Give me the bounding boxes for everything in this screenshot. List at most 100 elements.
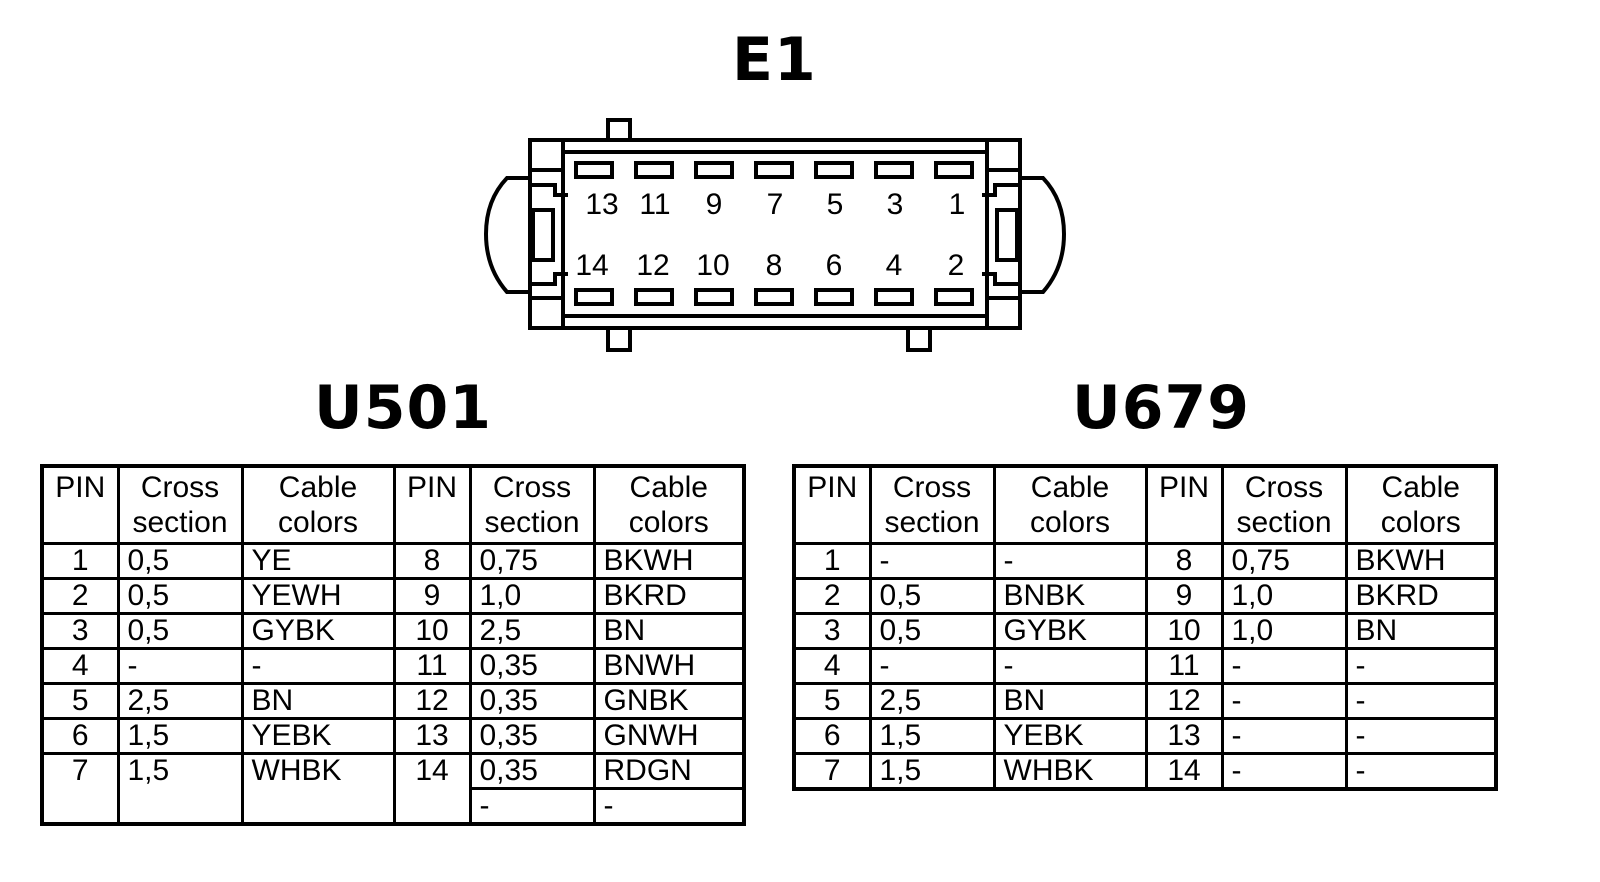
cross-section-value: 1,0 — [1220, 612, 1348, 650]
table-row: 2 0,5 YEWH 9 1,0 BKRD — [40, 577, 746, 615]
pin-number: 6 — [792, 717, 872, 755]
cable-color-value: YEBK — [992, 717, 1148, 755]
table-row: 5 2,5 BN 12 - - — [792, 682, 1498, 720]
pin-label: 11 — [639, 188, 670, 221]
cross-section-value: - — [868, 542, 996, 580]
cross-section-value: 2,5 — [116, 682, 244, 720]
cross-section-value: 0,75 — [468, 542, 596, 580]
pin-number: 2 — [792, 577, 872, 615]
cross-section-value: 0,35 — [468, 717, 596, 755]
cross-section-value: 0,5 — [868, 577, 996, 615]
cable-color-value: BN — [1344, 612, 1498, 650]
cross-section-value: 1,5 — [868, 717, 996, 755]
connector-body — [528, 138, 1022, 330]
cable-color-value: YE — [240, 542, 396, 580]
cable-color-value: - — [1344, 647, 1498, 685]
pin-label: 14 — [575, 249, 608, 282]
cable-color-value: - — [240, 647, 396, 685]
pin-number: 10 — [1144, 612, 1224, 650]
table-row: 4 - - 11 - - — [792, 647, 1498, 685]
pin-number: 13 — [1144, 717, 1224, 755]
pin-label: 5 — [827, 188, 844, 221]
pin-label: 10 — [696, 249, 729, 282]
cross-section-value: - — [1220, 717, 1348, 755]
table-row: 7 1,5 WHBK 14 - - — [792, 752, 1498, 791]
cable-color-value: - — [1344, 752, 1498, 791]
cable-color-value: GYBK — [992, 612, 1148, 650]
pin-number: 11 — [392, 647, 472, 685]
cross-section-value: 1,0 — [1220, 577, 1348, 615]
cable-color-value: BKRD — [1344, 577, 1498, 615]
cross-section-value: 1,0 — [468, 577, 596, 615]
table-row: 3 0,5 GYBK 10 1,0 BN — [792, 612, 1498, 650]
table-row: 7 1,5 WHBK 14 0,35 RDGN — [40, 752, 746, 826]
cross-section-value: - — [1220, 752, 1348, 791]
cross-section-value: 0,5 — [868, 612, 996, 650]
connector-right-latch — [1020, 176, 1067, 294]
pin-number: 9 — [1144, 577, 1224, 615]
pin-number: 7 — [792, 752, 872, 791]
pin-number: 7 — [40, 752, 120, 826]
table-row: 6 1,5 YEBK 13 - - — [792, 717, 1498, 755]
cross-section-value: 2,5 — [468, 612, 596, 650]
pin-number: 5 — [40, 682, 120, 720]
pin-number: 4 — [792, 647, 872, 685]
cross-section-value: - — [1220, 647, 1348, 685]
cross-section-value: - — [1220, 682, 1348, 720]
cable-color-value: BKWH — [1344, 542, 1498, 580]
cross-section-value: - — [868, 647, 996, 685]
pin-number: 4 — [40, 647, 120, 685]
cross-section-value: 0,5 — [116, 577, 244, 615]
cross-section-value: 0,5 — [116, 542, 244, 580]
cross-section-value: 1,5 — [116, 752, 244, 826]
table-row: 5 2,5 BN 12 0,35 GNBK — [40, 682, 746, 720]
table-row: 1 0,5 YE 8 0,75 BKWH — [40, 542, 746, 580]
connector-bottom-tab-right — [906, 326, 932, 352]
header-pin: PIN — [40, 464, 120, 545]
cross-section-value: 1,5 — [868, 752, 996, 791]
cross-section-value: 0,35 — [468, 647, 596, 685]
pin-number: 8 — [1144, 542, 1224, 580]
cable-color-value: YEBK — [240, 717, 396, 755]
cable-color-value: WHBK — [240, 752, 396, 826]
cable-color-value: BN — [592, 612, 746, 650]
cable-color-value: GNBK — [592, 682, 746, 720]
table-row: 1 - - 8 0,75 BKWH — [792, 542, 1498, 580]
u679-title: U679 — [1072, 373, 1250, 443]
cable-color-value: BKRD — [592, 577, 746, 615]
cable-color-value: YEWH — [240, 577, 396, 615]
cable-color-value: GYBK — [240, 612, 396, 650]
pin-number: 12 — [1144, 682, 1224, 720]
u501-title: U501 — [314, 373, 492, 443]
pin-number: 3 — [792, 612, 872, 650]
pin-number: 13 — [392, 717, 472, 755]
cross-section-value: 0,35 — [468, 682, 596, 720]
pin-number: 5 — [792, 682, 872, 720]
pin-number: 8 — [392, 542, 472, 580]
pin-label: 13 — [585, 188, 618, 221]
pin-label: 3 — [887, 188, 904, 221]
pin-label: 6 — [826, 249, 843, 282]
connector-title: E1 — [732, 25, 817, 95]
pin-label: 12 — [636, 249, 669, 282]
pin-label: 4 — [886, 249, 903, 282]
pin-label: 7 — [767, 188, 784, 221]
cross-section-value: 0,5 — [116, 612, 244, 650]
cross-section-value: - — [468, 787, 596, 826]
cable-color-value: - — [1344, 682, 1498, 720]
cable-color-value: BNWH — [592, 647, 746, 685]
header-pin: PIN — [392, 464, 472, 545]
header-pin: PIN — [792, 464, 872, 545]
pin-label: 8 — [766, 249, 783, 282]
table-row: 3 0,5 GYBK 10 2,5 BN — [40, 612, 746, 650]
